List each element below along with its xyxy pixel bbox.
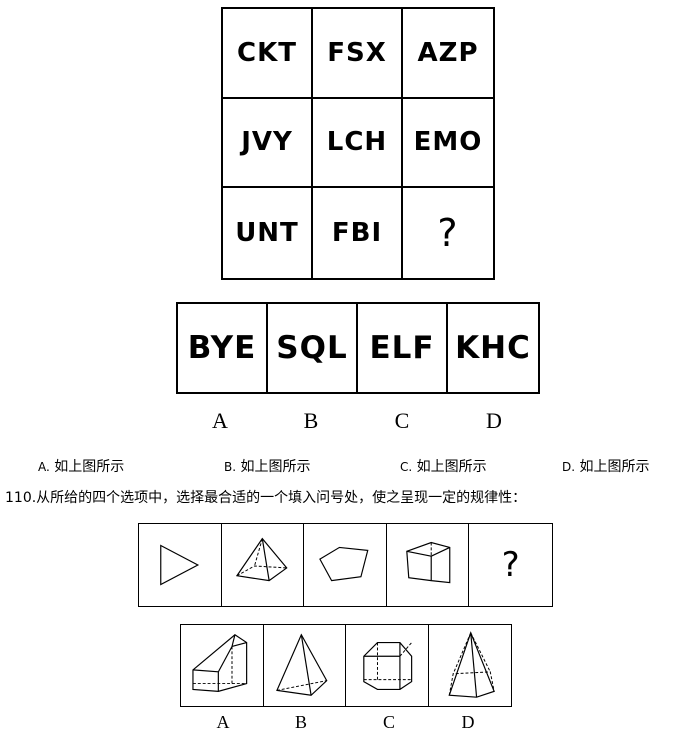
option-cell-c[interactable]: ELF: [358, 304, 448, 392]
grid-cell: FBI: [313, 188, 403, 278]
pentagonal-pyramid-icon[interactable]: [429, 625, 512, 706]
answer-key: B.: [224, 460, 237, 474]
answer-choice-a[interactable]: A. 如上图所示: [38, 456, 124, 476]
option-cell-d[interactable]: KHC: [455, 330, 531, 366]
answer-text: 如上图所示: [240, 459, 311, 475]
triangle-icon: [139, 524, 222, 606]
grid-question-mark: ?: [437, 211, 459, 256]
option-cell-a[interactable]: BYE: [178, 304, 268, 392]
grid-cell: FSX: [313, 9, 403, 99]
option-label-a: A: [212, 408, 228, 433]
shape-options: [180, 624, 512, 707]
option-label-c: C: [394, 408, 410, 433]
answer-text: 如上图所示: [416, 459, 487, 475]
triangular-prism-icon: [387, 524, 470, 606]
shape-option-label-b: B: [294, 712, 307, 732]
answer-choice-c[interactable]: C. 如上图所示: [400, 456, 487, 476]
answer-text: 如上图所示: [579, 459, 650, 475]
shape-option-label-c: C: [382, 712, 395, 732]
answer-key: C.: [400, 460, 413, 474]
letter-options: BYE SQL ELF KHC: [176, 302, 540, 394]
shape-option-label-d: D: [461, 712, 475, 732]
tetrahedron-icon[interactable]: [264, 625, 346, 706]
answer-key: A.: [38, 460, 50, 474]
grid-cell: AZP: [403, 9, 493, 99]
grid-cell: EMO: [403, 99, 493, 189]
grid-cell: LCH: [313, 98, 403, 189]
grid-cell: UNT: [223, 188, 313, 278]
answer-text: 如上图所示: [54, 459, 125, 475]
pentagonal-prism-icon[interactable]: [346, 625, 429, 706]
grid-cell: CKT: [223, 9, 313, 99]
option-label-b: B: [303, 408, 319, 433]
option-cell-b[interactable]: SQL: [268, 304, 358, 392]
option-label-d: D: [486, 408, 502, 433]
shape-option-label-a: A: [216, 712, 230, 732]
answer-choice-b[interactable]: B. 如上图所示: [224, 456, 311, 476]
truncated-prism-icon[interactable]: [181, 625, 264, 706]
grid-cell: JVY: [223, 98, 313, 189]
sequence-question-mark: ?: [501, 545, 520, 585]
answer-key: D.: [562, 460, 576, 474]
square-pyramid-icon: [222, 524, 305, 606]
pentagon-icon: [304, 524, 387, 606]
answer-choice-d[interactable]: D. 如上图所示: [562, 456, 650, 476]
shape-sequence: ?: [138, 523, 553, 607]
question-110-text: 110.从所给的四个选项中，选择最合适的一个填入问号处，使之呈现一定的规律性：: [5, 490, 527, 506]
letter-grid: CKT FSX AZP JVY LCH EMO UNT FBI ?: [221, 7, 495, 280]
